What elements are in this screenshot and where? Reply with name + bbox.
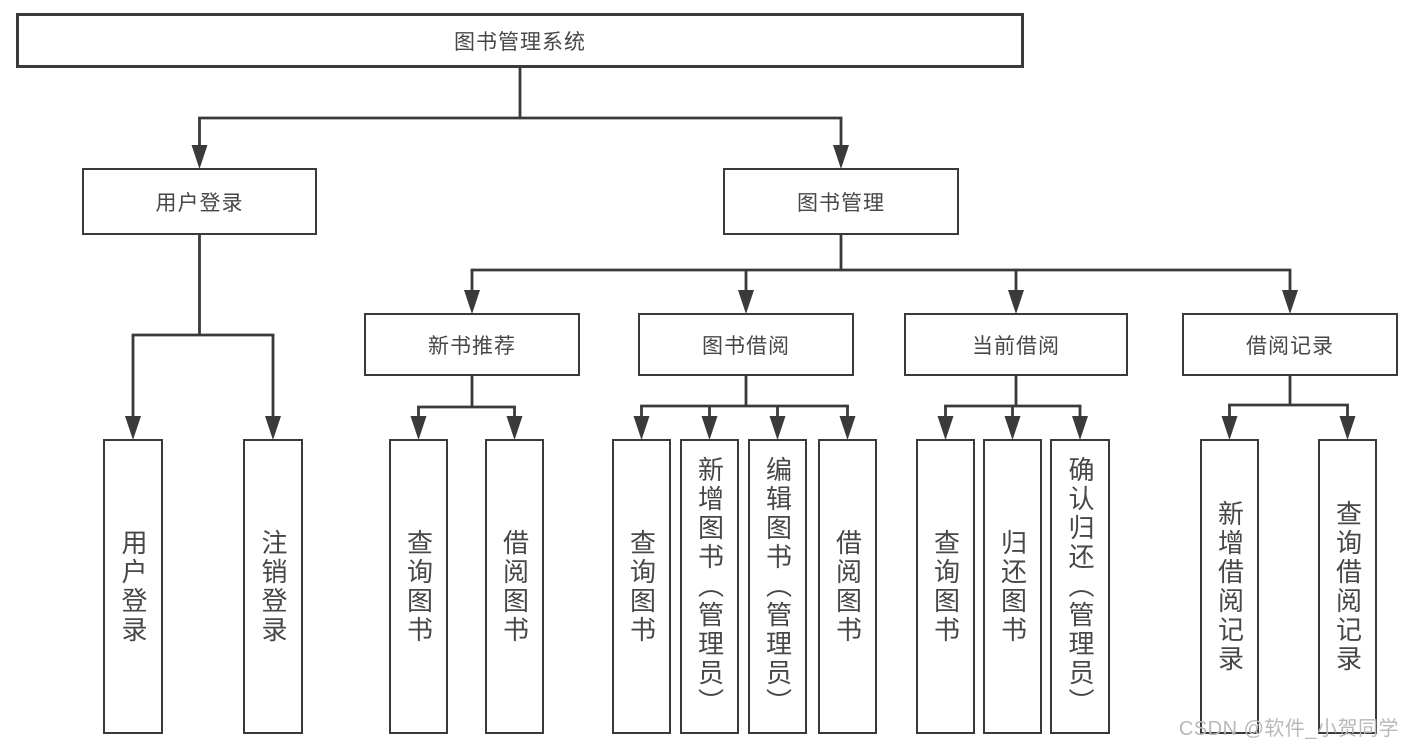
arrowhead-icon bbox=[125, 416, 141, 440]
node-label: 查询图书 bbox=[403, 528, 434, 645]
node-user-login: 用户登录 bbox=[82, 168, 317, 235]
node-label: 查询借阅记录 bbox=[1332, 499, 1363, 674]
node-bb-query-books: 查询图书 bbox=[612, 439, 671, 734]
arrowhead-icon bbox=[839, 416, 856, 440]
arrowhead-icon bbox=[738, 290, 754, 314]
node-nb-query-books: 查询图书 bbox=[389, 439, 448, 734]
arrowhead-icon bbox=[410, 416, 427, 440]
node-label: 查询图书 bbox=[626, 528, 657, 645]
arrowhead-icon bbox=[191, 145, 208, 169]
node-borrow-records: 借阅记录 bbox=[1182, 313, 1398, 376]
arrowhead-icon bbox=[1339, 416, 1356, 440]
node-nb-borrow-books: 借阅图书 bbox=[485, 439, 544, 734]
node-br-query-record: 查询借阅记录 bbox=[1318, 439, 1377, 734]
arrowhead-icon bbox=[464, 290, 480, 314]
node-label: 图书管理系统 bbox=[454, 30, 586, 54]
node-label: 注销登录 bbox=[258, 528, 288, 645]
arrowhead-icon bbox=[1008, 290, 1024, 314]
node-label: 新增借阅记录 bbox=[1214, 499, 1245, 674]
arrowhead-icon bbox=[701, 416, 718, 440]
node-cb-query-books: 查询图书 bbox=[916, 439, 975, 734]
node-label: 图书管理 bbox=[797, 191, 885, 215]
node-bb-borrow-books: 借阅图书 bbox=[818, 439, 877, 734]
node-label: 用户登录 bbox=[155, 191, 244, 215]
node-bb-edit-books: 编辑图书（管理员） bbox=[748, 439, 807, 734]
node-label: 确认归还（管理员） bbox=[1065, 456, 1095, 717]
node-new-book-rec: 新书推荐 bbox=[364, 313, 580, 376]
node-label: 用户登录 bbox=[118, 528, 148, 645]
node-current-borrow: 当前借阅 bbox=[904, 313, 1128, 376]
node-label: 新增图书（管理员） bbox=[694, 456, 725, 717]
node-book-mgmt: 图书管理 bbox=[723, 168, 959, 235]
node-label: 借阅图书 bbox=[832, 528, 863, 645]
node-br-add-record: 新增借阅记录 bbox=[1200, 439, 1259, 734]
arrowhead-icon bbox=[1072, 416, 1088, 440]
arrowhead-icon bbox=[1221, 416, 1238, 440]
arrowhead-icon bbox=[1004, 416, 1021, 440]
node-leaf-logout: 注销登录 bbox=[243, 439, 303, 734]
node-bb-add-books: 新增图书（管理员） bbox=[680, 439, 739, 734]
node-label: 借阅记录 bbox=[1246, 334, 1334, 358]
arrowhead-icon bbox=[1282, 290, 1298, 314]
node-book-borrow: 图书借阅 bbox=[638, 313, 854, 376]
arrowhead-icon bbox=[937, 416, 954, 440]
node-leaf-user-login: 用户登录 bbox=[103, 439, 163, 734]
node-cb-confirm-return: 确认归还（管理员） bbox=[1050, 439, 1110, 734]
node-label: 当前借阅 bbox=[972, 334, 1060, 358]
arrowhead-icon bbox=[506, 416, 523, 440]
arrowhead-icon bbox=[833, 145, 849, 169]
node-label: 归还图书 bbox=[997, 528, 1028, 645]
arrowhead-icon bbox=[769, 416, 786, 440]
node-label: 编辑图书（管理员） bbox=[762, 456, 793, 717]
arrowhead-icon bbox=[265, 416, 281, 440]
node-label: 查询图书 bbox=[930, 528, 961, 645]
arrowhead-icon bbox=[633, 416, 650, 440]
node-cb-return-books: 归还图书 bbox=[983, 439, 1042, 734]
watermark-text: CSDN @软件_小贺同学 bbox=[1178, 718, 1399, 740]
node-label: 新书推荐 bbox=[428, 334, 516, 358]
node-label: 图书借阅 bbox=[702, 334, 790, 358]
node-root: 图书管理系统 bbox=[16, 13, 1024, 68]
node-label: 借阅图书 bbox=[499, 528, 530, 645]
